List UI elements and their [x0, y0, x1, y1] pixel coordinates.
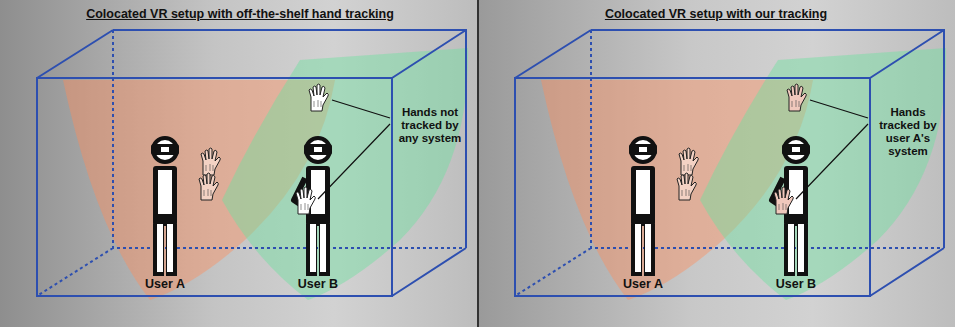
hand: [787, 84, 806, 111]
user-label: User B: [776, 277, 816, 291]
panel-title: Colocated VR setup with off-the-shelf ha…: [86, 7, 394, 21]
hand: [774, 187, 793, 214]
panel-title: Colocated VR setup with our tracking: [605, 7, 827, 21]
panel-divider: [477, 0, 479, 327]
callout-note: Hands not tracked by any system: [393, 106, 467, 145]
hand: [296, 187, 315, 214]
user-label: User A: [145, 277, 185, 291]
user-label: User A: [623, 277, 663, 291]
leader-line: [796, 100, 868, 199]
leader-line: [318, 100, 390, 199]
callout-note: Hands tracked by user A's system: [871, 106, 945, 158]
user-label: User B: [298, 277, 338, 291]
panel-scene: [37, 30, 468, 300]
panel-scene: [515, 30, 946, 300]
hand: [309, 84, 328, 111]
